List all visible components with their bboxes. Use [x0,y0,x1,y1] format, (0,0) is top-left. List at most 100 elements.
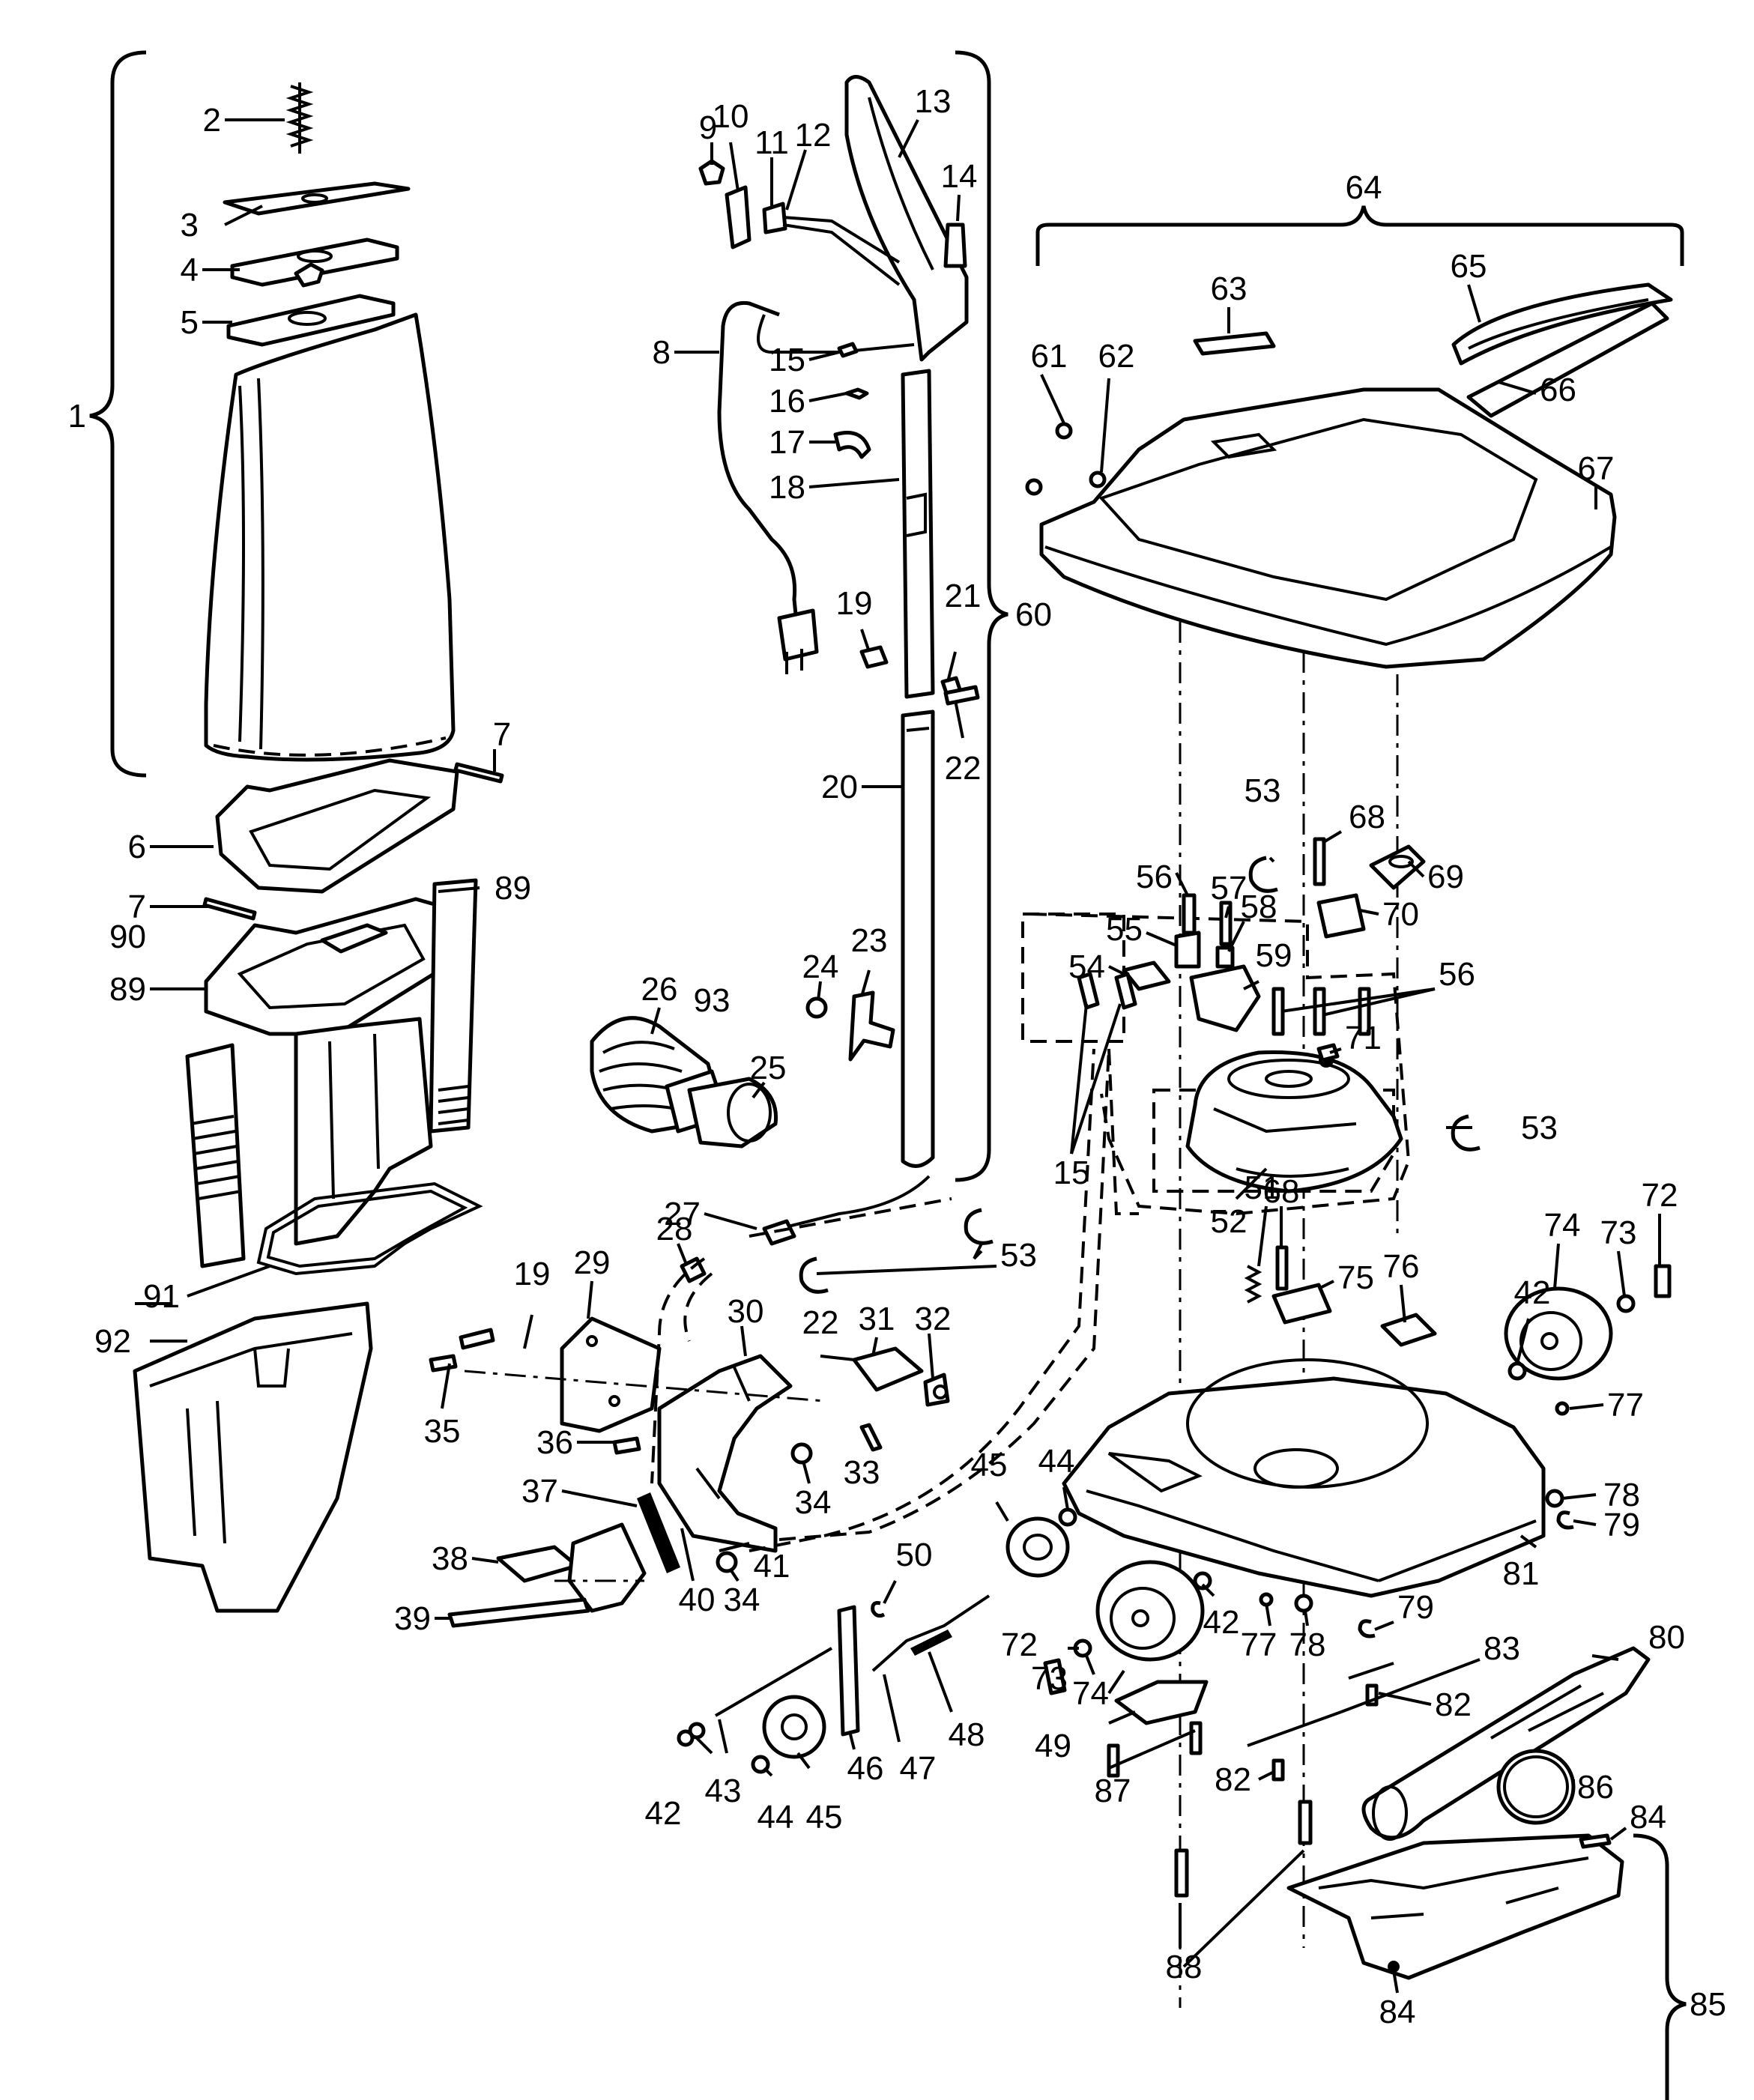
callout-22: 22 [945,750,982,787]
callout-3: 3 [181,207,199,243]
callout-43: 43 [705,1773,742,1809]
bag-holder-frame [215,758,459,894]
callout-21: 21 [945,578,982,614]
callout-85: 85 [1690,1986,1726,2023]
motor-screw-a [1182,893,1197,935]
callout-68-base: 68 [1263,1173,1300,1210]
brush-holder [1122,960,1171,991]
callout-77-right: 77 [1607,1387,1644,1423]
callout-73-left: 73 [1031,1660,1068,1697]
callout-56-top: 56 [1136,859,1173,895]
pin-part-2 [202,897,257,921]
dust-bag [204,312,456,762]
callout-15: 15 [769,342,805,378]
foot-pedal [496,1545,579,1583]
callout-72-left: 72 [1001,1627,1038,1663]
callout-61: 61 [1031,338,1068,375]
callout-47: 47 [900,1750,937,1787]
callout-6: 6 [128,829,146,865]
callout-65: 65 [1451,248,1487,285]
base-bolt-a [1107,1743,1120,1778]
clip-screw-b [1271,1758,1285,1782]
terminal-a [1077,972,1100,1010]
callout-51: 51 [1245,1169,1281,1206]
callout-80: 80 [1648,1619,1685,1656]
callout-68-top: 68 [1349,799,1385,835]
callout-19: 19 [836,585,873,622]
callout-84-bottom: 84 [1379,1994,1416,2030]
callout-42-base: 42 [1203,1604,1240,1641]
motor-screw-c [1313,987,1326,1036]
callout-28: 28 [656,1211,693,1247]
handle-bracket-plate [560,1316,662,1433]
lever-screw [1313,837,1326,886]
callout-54: 54 [1068,948,1105,985]
callout-44-upper: 44 [1038,1443,1075,1480]
callout-45-upper: 45 [971,1447,1008,1483]
wheel-arm [837,1605,860,1737]
callout-16: 16 [769,383,805,420]
brush-bracket [1189,964,1261,1032]
base-bolt-c [1174,1848,1189,1898]
callout-29: 29 [574,1244,611,1281]
callout-81: 81 [1503,1555,1540,1592]
callout-labels: 1 2 3 4 5 6 7 7 8 9 10 11 12 13 14 15 16… [68,83,1726,2030]
lower-handle-tube [901,709,935,1168]
plate-screw-84b [1388,1961,1400,1973]
callout-20: 20 [821,769,858,805]
motor-screw-b [1271,987,1285,1036]
callout-17: 17 [769,424,805,461]
callout-7-bottom: 7 [128,889,146,925]
callout-42-wheel: 42 [1514,1274,1551,1311]
bracket-screw [805,996,828,1019]
callout-7-top: 7 [493,716,511,753]
plate-screw-a [429,1354,458,1373]
rod-spring [910,1630,952,1656]
handle-section [429,75,1110,1628]
callout-49: 49 [1035,1728,1071,1764]
c-clip-top [1248,856,1278,893]
callout-11: 11 [754,124,789,161]
callout-63: 63 [1211,270,1248,307]
callout-9: 9 [699,109,717,146]
bag-collar [226,294,396,347]
plug [777,608,819,662]
callout-39: 39 [394,1600,431,1637]
switch-wires [782,216,901,286]
brace-nozzle-assembly [1633,1833,1687,2100]
plate-screw-84a [1579,1833,1612,1849]
yoke-spring [637,1492,680,1573]
callout-40: 40 [679,1582,716,1618]
base-screw [1275,1245,1289,1291]
drive-belt [1496,1749,1576,1825]
base-clip-79b [1358,1619,1376,1638]
callout-92: 92 [94,1323,131,1360]
callout-70: 70 [1382,896,1419,933]
cord-clip [837,342,859,358]
base-bolt-b [1189,1721,1203,1755]
callout-4: 4 [181,252,199,288]
callout-62: 62 [1098,338,1135,375]
callout-90: 90 [109,919,146,955]
callout-83: 83 [1484,1630,1520,1667]
cord-hook [833,431,871,459]
callout-38: 38 [432,1540,468,1577]
callout-18: 18 [769,469,805,506]
screw-part [844,387,869,400]
callout-leaders [135,118,1661,1994]
power-cord [717,300,800,638]
callout-72-right: 72 [1642,1177,1678,1214]
callout-75: 75 [1337,1259,1374,1296]
base-plate [1114,1680,1209,1725]
base-screw-77 [1555,1401,1570,1416]
plate-screw-b [459,1328,495,1350]
callout-91: 91 [143,1278,180,1315]
lower-cord [778,1175,931,1230]
base-pin-78 [1545,1489,1564,1508]
height-spring [1244,1265,1262,1304]
callout-89-right: 89 [495,870,531,907]
callout-35: 35 [424,1413,461,1450]
switch-plate [725,185,752,249]
callout-31: 31 [859,1301,895,1337]
